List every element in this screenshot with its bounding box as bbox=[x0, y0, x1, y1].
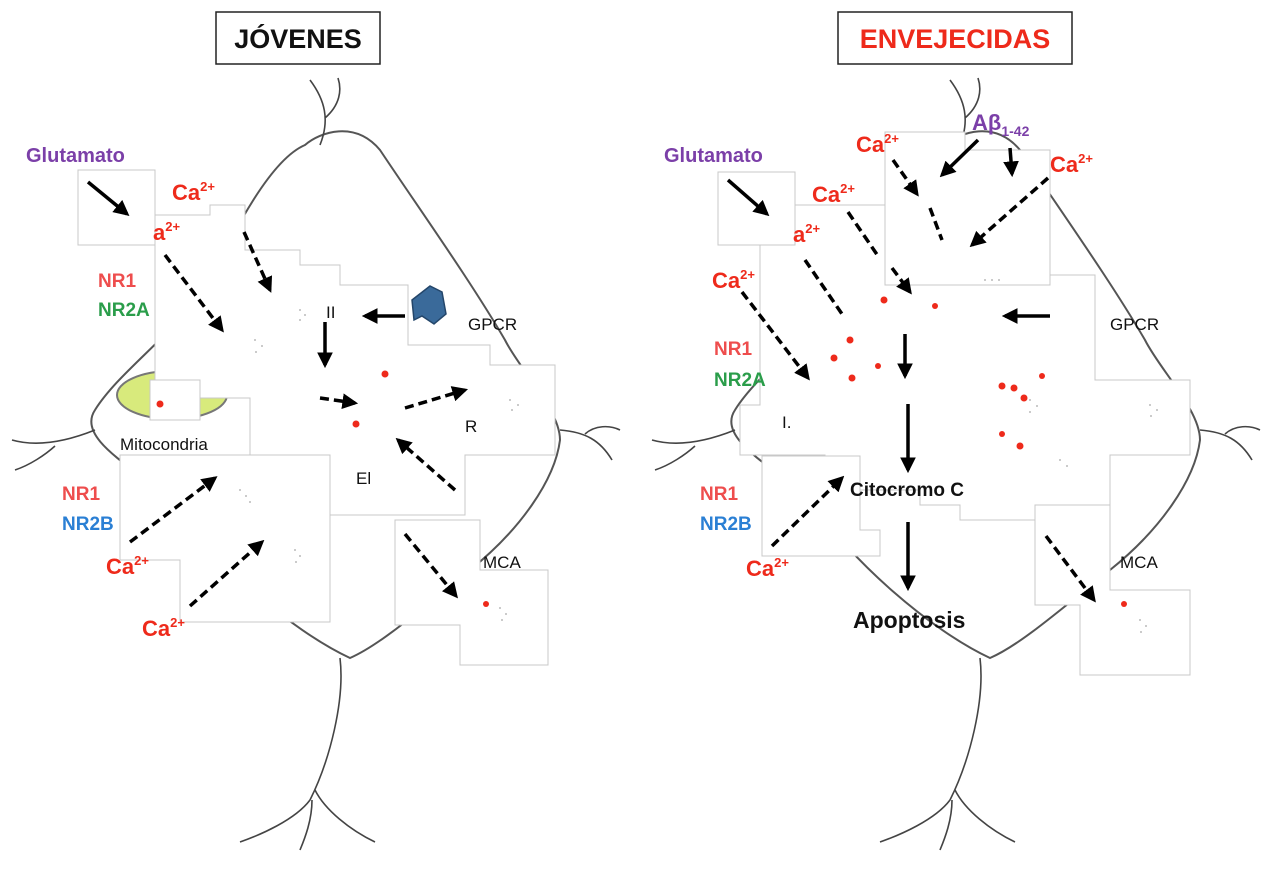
aged-abeta-arrow-2 bbox=[1003, 147, 1019, 178]
aged-patch-lower-left bbox=[761, 455, 881, 557]
aged-abeta-label: Aβ1-42 bbox=[972, 110, 1030, 139]
aged-ca-charge-6: 2+ bbox=[774, 555, 789, 570]
young-calcium-dots bbox=[156, 370, 489, 607]
aged-ca-arrow-mid-tip bbox=[890, 266, 912, 295]
aged-ca-label-6: Ca2+ bbox=[746, 555, 789, 581]
young-short-dash-arrow bbox=[319, 393, 359, 410]
aged-abeta-sub: 1-42 bbox=[1001, 123, 1029, 139]
young-title-box bbox=[215, 11, 381, 65]
young-apical-dendrite bbox=[309, 77, 341, 146]
young-ca-label-3: Ca2+ bbox=[106, 553, 149, 579]
young-ca-label-4: Ca2+ bbox=[142, 615, 185, 641]
aged-ca-base-2: Ca bbox=[1050, 152, 1079, 177]
aged-cytochrome-label: Citocromo C bbox=[850, 480, 964, 501]
young-nr1-label-b: NR1 bbox=[62, 484, 100, 505]
aged-title-box bbox=[837, 11, 1073, 65]
aged-fragment-i: I. bbox=[782, 413, 791, 432]
young-nr2b-arrow-2 bbox=[188, 539, 265, 608]
young-glutamate-label: Glutamato bbox=[26, 145, 125, 167]
aged-right-dendrite bbox=[1199, 425, 1261, 461]
young-mitochondria-label: Mitocondria bbox=[120, 435, 208, 454]
aged-ca-arrow-top-left bbox=[891, 158, 919, 197]
young-nr2b-arrow-1 bbox=[128, 476, 218, 544]
young-fragment-ii: II bbox=[326, 303, 335, 322]
young-nr1-label-a: NR1 bbox=[98, 271, 136, 292]
young-ca-charge-2: 2+ bbox=[165, 219, 180, 234]
young-ca-influx-arrow-1 bbox=[242, 231, 273, 293]
young-gpcr-receptor-icon bbox=[411, 285, 447, 325]
aged-nr2b-arrow bbox=[770, 475, 845, 548]
aged-ca-arrow-top-right bbox=[969, 176, 1050, 248]
young-ca-base-1: Ca bbox=[172, 180, 201, 205]
young-ca-influx-arrow-2 bbox=[163, 253, 224, 333]
aged-calcium-dots bbox=[830, 296, 1127, 607]
aged-nr2a-arrow bbox=[803, 259, 844, 315]
aged-panel: ENVEJECIDAS bbox=[651, 11, 1261, 851]
aged-left-dendrite bbox=[651, 429, 736, 471]
aged-ca-partial-4: a bbox=[793, 222, 806, 247]
young-er-out-arrow bbox=[404, 386, 469, 410]
aged-ca-base-6: Ca bbox=[746, 556, 775, 581]
aged-ca-label-4: a2+ bbox=[793, 221, 820, 247]
aged-nr1-label-a: NR1 bbox=[714, 339, 752, 360]
young-ca-charge-4: 2+ bbox=[170, 615, 185, 630]
aged-apoptosis-label: Apoptosis bbox=[853, 607, 965, 633]
aged-ca-base-3: Ca bbox=[812, 182, 841, 207]
aged-ca-charge-5: 2+ bbox=[740, 267, 755, 282]
aged-glutamate-arrow bbox=[726, 178, 770, 217]
young-panel: JÓVENES bbox=[11, 11, 621, 851]
aged-patch-mca bbox=[1034, 504, 1191, 676]
young-er-fragment: El bbox=[356, 469, 371, 488]
young-axon bbox=[239, 657, 376, 851]
young-glutamate-arrow bbox=[86, 180, 130, 216]
young-nr2b-label: NR2B bbox=[62, 514, 114, 535]
aged-glutamate-label: Glutamato bbox=[664, 145, 763, 167]
aged-ca-charge-4: 2+ bbox=[805, 221, 820, 236]
aged-mca-label: MCA bbox=[1120, 553, 1158, 572]
young-mca-label: MCA bbox=[483, 553, 521, 572]
aged-ca-base-1: Ca bbox=[856, 132, 885, 157]
aged-nr1-arrow bbox=[740, 290, 810, 381]
aged-noise-dots bbox=[984, 279, 1158, 633]
aged-patch-top bbox=[884, 131, 1051, 286]
young-patch-lower bbox=[119, 454, 331, 623]
aged-ca-label-1: Ca2+ bbox=[856, 131, 899, 157]
young-title: JÓVENES bbox=[234, 23, 362, 54]
aged-ca-charge-2: 2+ bbox=[1078, 151, 1093, 166]
young-ca-base-4: Ca bbox=[142, 616, 171, 641]
young-ca-label-1: Ca2+ bbox=[172, 179, 215, 205]
aged-title: ENVEJECIDAS bbox=[860, 24, 1051, 54]
aged-nr2b-label: NR2B bbox=[700, 514, 752, 535]
young-noise-dots bbox=[239, 309, 519, 621]
young-nr2a-label: NR2A bbox=[98, 300, 150, 321]
aged-nr2a-label: NR2A bbox=[714, 370, 766, 391]
aged-ca-label-3: Ca2+ bbox=[812, 181, 855, 207]
young-ca-base-3: Ca bbox=[106, 554, 135, 579]
young-patch-mito-left bbox=[149, 379, 201, 421]
young-ca-charge-1: 2+ bbox=[200, 179, 215, 194]
young-ca-partial-2: a bbox=[153, 220, 166, 245]
young-gpcr-label: GPCR bbox=[468, 315, 517, 334]
aged-abeta-base: Aβ bbox=[972, 110, 1001, 135]
aged-ca-base-5: Ca bbox=[712, 268, 741, 293]
aged-ca-dash-fragment bbox=[928, 207, 944, 241]
young-fragment-r: R bbox=[465, 417, 477, 436]
aged-ca-charge-3: 2+ bbox=[840, 181, 855, 196]
aged-ca-label-5: Ca2+ bbox=[712, 267, 755, 293]
aged-gpcr-label: GPCR bbox=[1110, 315, 1159, 334]
young-patch-mca bbox=[394, 519, 549, 666]
aged-ca-arrow-mid bbox=[846, 211, 880, 257]
aged-ca-label-2: Ca2+ bbox=[1050, 151, 1093, 177]
aged-ca-charge-1: 2+ bbox=[884, 131, 899, 146]
young-ca-charge-3: 2+ bbox=[134, 553, 149, 568]
young-er-in-arrow bbox=[395, 437, 457, 492]
young-right-dendrite bbox=[559, 425, 621, 461]
aged-abeta-arrow-1 bbox=[939, 138, 980, 178]
aged-axon bbox=[879, 657, 1016, 851]
young-ca-label-2: a2+ bbox=[153, 219, 180, 245]
aged-nr1-label-b: NR1 bbox=[700, 484, 738, 505]
young-left-dendrite bbox=[11, 429, 96, 471]
